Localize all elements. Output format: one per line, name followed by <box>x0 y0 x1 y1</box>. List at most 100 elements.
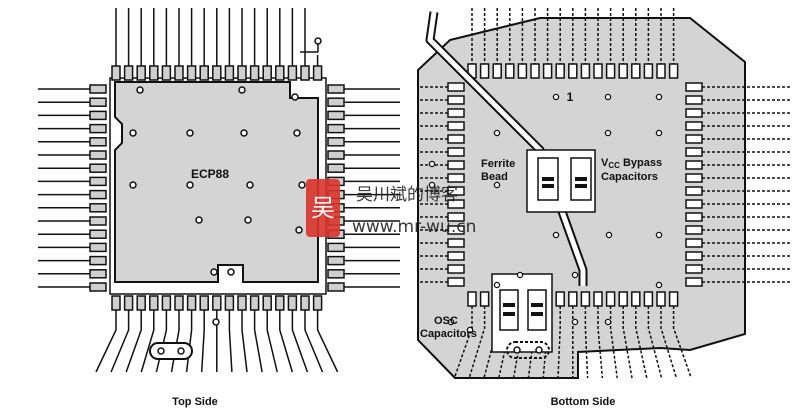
pin-pad <box>668 291 679 307</box>
pin-pad <box>287 65 298 81</box>
pin-pad <box>199 295 209 311</box>
via <box>428 181 436 189</box>
lead-line <box>241 310 248 373</box>
pin-pad <box>555 291 565 307</box>
pin-pad <box>237 295 247 311</box>
dashed-trace <box>647 306 663 379</box>
pin-pad <box>685 147 703 157</box>
via <box>238 86 246 94</box>
pin-pad <box>275 65 285 81</box>
crystal-footprint <box>149 342 193 360</box>
pin-pad <box>668 63 679 79</box>
pin-pad <box>618 291 628 307</box>
pin-pad <box>89 97 107 107</box>
pin-pad <box>89 176 107 187</box>
lead-line <box>185 310 193 373</box>
via <box>493 281 501 289</box>
dashed-trace <box>622 306 633 379</box>
via <box>428 160 436 168</box>
via <box>291 93 299 101</box>
pin-pad <box>447 264 465 274</box>
via <box>571 318 579 326</box>
dashed-trace <box>468 306 486 379</box>
pin-pad <box>300 295 310 311</box>
lead-line <box>95 310 117 373</box>
lead-line <box>279 310 294 373</box>
via <box>604 93 612 101</box>
via <box>295 226 303 234</box>
via <box>227 268 235 276</box>
via <box>240 129 248 137</box>
pin-pad <box>212 65 222 81</box>
pin-pad <box>262 65 272 81</box>
via <box>136 86 144 94</box>
pin-pad <box>89 110 107 121</box>
pin-pad <box>123 65 134 81</box>
pin-pad <box>593 291 603 307</box>
pin-pad <box>555 63 565 79</box>
bottom-side-view: 1 Ferrite Bead VCC Bypass Capacitors OSC… <box>417 8 792 408</box>
pin-pad <box>685 82 703 92</box>
lead-line <box>253 310 263 373</box>
pin-pad <box>174 65 184 81</box>
vcc-capacitors-label: Capacitors <box>601 171 658 183</box>
watermark-url: www.mr-wu.cn <box>352 217 476 237</box>
pin-pad <box>447 121 465 131</box>
via <box>655 231 663 239</box>
pin-pad <box>224 65 235 81</box>
via <box>552 231 560 239</box>
pin-pad <box>186 295 197 311</box>
via <box>447 318 455 326</box>
pin-pad <box>605 291 616 307</box>
via <box>210 268 218 276</box>
pin-pad <box>161 65 172 81</box>
via <box>655 281 663 289</box>
vcc-symbol-subscript: CC <box>608 161 620 170</box>
bead-label: Bead <box>481 171 508 183</box>
via <box>186 129 194 137</box>
pin-pad <box>89 229 107 239</box>
pin-pad <box>685 251 703 261</box>
pin-pad <box>447 108 465 118</box>
pin-pad <box>685 134 703 144</box>
pin-pad <box>568 291 578 307</box>
via <box>244 216 252 224</box>
watermark-title: 吴川斌的博客 <box>356 185 458 205</box>
pin-pad <box>136 295 146 311</box>
pin-pad <box>149 295 159 311</box>
via <box>604 129 612 137</box>
pin-pad <box>327 242 345 253</box>
pin-pad <box>568 63 578 79</box>
pin-pad <box>618 63 628 79</box>
pin-pad <box>580 291 591 307</box>
via <box>195 216 203 224</box>
via <box>571 271 579 279</box>
via <box>186 181 194 189</box>
pin-pad <box>447 238 465 248</box>
via <box>493 129 501 137</box>
pin-pad <box>447 277 465 287</box>
pin-pad <box>685 225 703 235</box>
pin-pad <box>685 199 703 209</box>
pin-pad <box>656 63 666 79</box>
pin-pad <box>327 84 345 94</box>
pin-pad <box>685 108 703 118</box>
pin-pad <box>447 134 465 144</box>
pin-pad <box>327 150 345 160</box>
pin-pad <box>685 160 703 170</box>
pin-pad <box>685 277 703 287</box>
pin-pad <box>111 295 121 311</box>
pin-pad <box>174 295 184 311</box>
pin-pad <box>249 65 260 81</box>
via <box>605 231 613 239</box>
blog-watermark: 吴 吴川斌的博客 www.mr-wu.cn <box>306 179 476 237</box>
pin-pad <box>593 63 603 79</box>
pin-pad <box>479 291 490 307</box>
watermark-logo-glyph: 吴 <box>311 194 335 222</box>
pin-pad <box>327 282 345 292</box>
pin-pad <box>89 163 107 173</box>
pin-pad <box>89 242 107 253</box>
watermark-logo-box <box>306 179 340 237</box>
pin-pad <box>89 123 107 134</box>
